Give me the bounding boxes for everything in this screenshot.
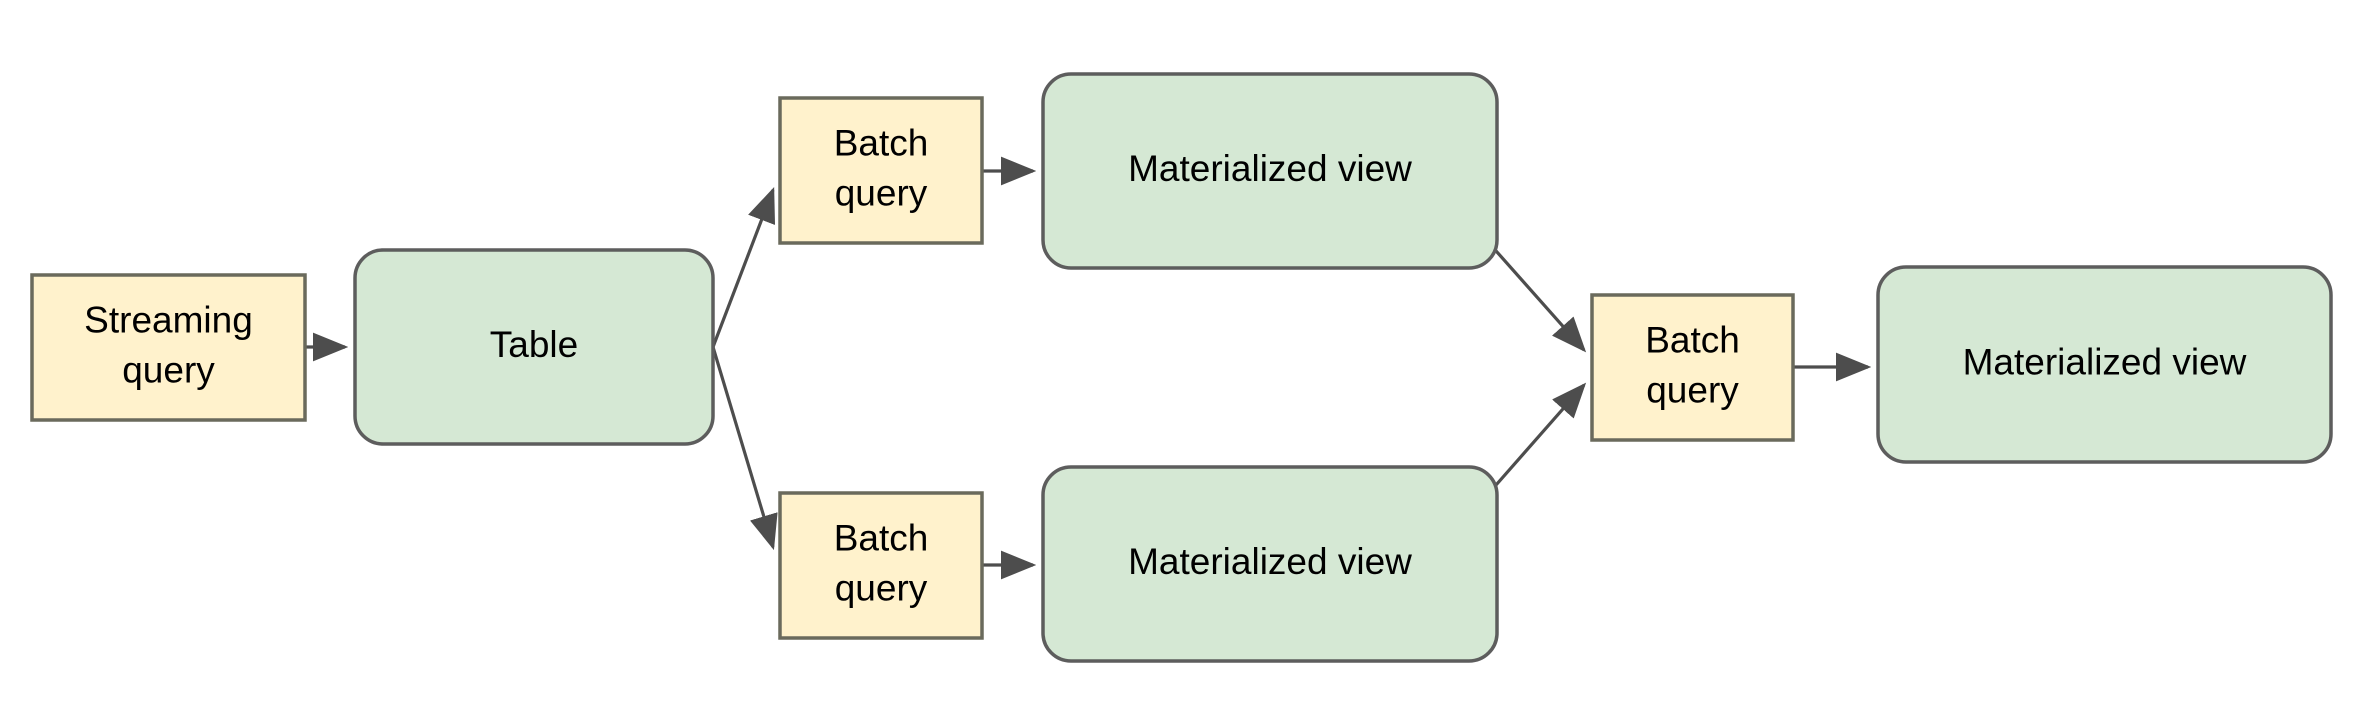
node-shape-table [353, 248, 715, 446]
node-materialized-view-top[interactable]: Materialized view [1041, 72, 1499, 270]
node-batch-query-bottom[interactable]: Batch query [778, 491, 984, 640]
node-shape-streaming-query [30, 273, 307, 422]
node-shape-materialized-view-right [1876, 265, 2333, 464]
node-table[interactable]: Table [353, 248, 715, 446]
edge-table-to-batch-bottom [711, 346, 778, 551]
node-label-line2-batch-query-right: query [1646, 369, 1739, 410]
node-label-batch-query-bottom: Batch [834, 517, 929, 558]
node-materialized-view-right[interactable]: Materialized view [1876, 265, 2333, 464]
node-shape-materialized-view-bottom [1041, 465, 1499, 663]
node-materialized-view-bottom[interactable]: Materialized view [1041, 465, 1499, 663]
node-label-line2-streaming-query: query [122, 349, 215, 390]
node-shape-batch-query-right [1590, 293, 1795, 442]
node-streaming-query[interactable]: Streaming query [30, 273, 307, 422]
node-label-table: Table [490, 324, 578, 365]
edge-mv-top-to-batch-right [1487, 241, 1587, 353]
edge-table-to-batch-top [711, 187, 776, 348]
node-shape-batch-query-bottom [778, 491, 984, 640]
nodes-layer: StreamingqueryTableBatchqueryBatchqueryM… [30, 72, 2333, 663]
node-label-batch-query-right: Batch [1645, 319, 1740, 360]
node-label-streaming-query: Streaming [84, 299, 253, 340]
edges-layer [305, 156, 1872, 580]
node-shape-batch-query-top [778, 96, 984, 245]
edge-mv-bottom-to-batch-right [1487, 382, 1587, 495]
node-batch-query-right[interactable]: Batch query [1590, 293, 1795, 442]
node-batch-query-top[interactable]: Batch query [778, 96, 984, 245]
node-label-materialized-view-right: Materialized view [1963, 341, 2247, 382]
node-label-line2-batch-query-bottom: query [835, 567, 928, 608]
node-label-line2-batch-query-top: query [835, 172, 928, 213]
node-label-batch-query-top: Batch [834, 122, 929, 163]
node-shape-materialized-view-top [1041, 72, 1499, 270]
node-label-materialized-view-top: Materialized view [1128, 148, 1412, 189]
node-label-materialized-view-bottom: Materialized view [1128, 541, 1412, 582]
